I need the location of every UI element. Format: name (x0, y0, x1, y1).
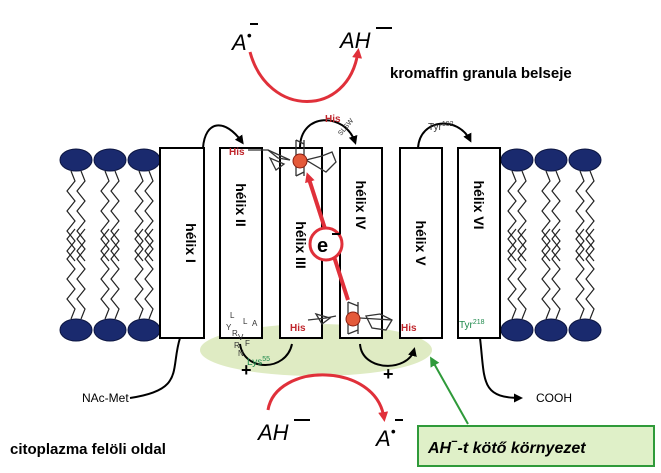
lipid-tail (541, 228, 551, 320)
helix-i-label: hélix I (183, 223, 199, 263)
bottom-substrate: AH (256, 420, 289, 445)
lipid-head (534, 148, 568, 172)
heme-iron-bottom (345, 311, 361, 327)
svg-text:L: L (230, 311, 235, 320)
motif-letters: L Y R V R N L A F (226, 311, 258, 358)
svg-text:R: R (232, 329, 238, 338)
tyr-218: Tyr218 (459, 319, 485, 331)
lipid-tail (507, 228, 517, 320)
helix-ii-label: hélix II (233, 183, 249, 227)
helix-iv: hélix IV (339, 147, 383, 339)
electron-label: e (317, 235, 328, 257)
lipid-tail (541, 170, 551, 262)
top-radical: A• (230, 27, 252, 55)
helix-vi: hélix VI (457, 147, 501, 339)
helix-v: hélix V (399, 147, 443, 339)
bottom-reaction-arrow (266, 373, 389, 422)
legend-pointer-arrow (430, 356, 469, 425)
top-product: AH (338, 28, 371, 53)
lipid-tail (575, 228, 585, 320)
charge-plus-left: + (241, 360, 252, 380)
lipid-tail (110, 170, 120, 262)
lipid-tail (144, 170, 154, 262)
lipid-tail (110, 228, 120, 320)
lipid-head (568, 148, 602, 172)
lipid-bilayer-left (59, 148, 161, 342)
his-bottom-left: His (290, 323, 306, 334)
lipid-head (59, 148, 93, 172)
lipid-tail (66, 170, 76, 262)
lipid-head (568, 318, 602, 342)
lipid-tail (551, 228, 561, 320)
top-reaction-arrow (248, 48, 363, 103)
legend-text: AH−-t kötő környezet (427, 436, 586, 457)
tyr-192: Tyr192 (428, 121, 454, 133)
helix-loops (129, 119, 523, 403)
helix-vi-label: hélix VI (471, 180, 487, 229)
lipid-tail (100, 170, 110, 262)
helix-iv-label: hélix IV (353, 180, 369, 230)
his-top-left: His (229, 147, 245, 158)
helix-v-label: hélix V (413, 220, 429, 266)
c-terminus: COOH (536, 391, 572, 405)
lipid-head (59, 318, 93, 342)
cytoplasm-title: citoplazma felöli oldal (10, 441, 166, 458)
lipid-head (127, 318, 161, 342)
lipid-head (500, 318, 534, 342)
svg-text:A: A (252, 319, 258, 328)
lipid-head (127, 148, 161, 172)
legend-box (417, 425, 655, 467)
lipid-tail (517, 228, 527, 320)
helix-ii: hélix II (219, 147, 263, 339)
lipid-tail (517, 170, 527, 262)
his-bottom-right: His (401, 323, 417, 334)
lipid-bilayer-right (500, 148, 602, 342)
lipid-head (93, 148, 127, 172)
lipid-head (500, 148, 534, 172)
lipid-tail (76, 228, 86, 320)
lipid-tail (585, 228, 595, 320)
lipid-head (93, 318, 127, 342)
lipid-tail (76, 170, 86, 262)
n-terminus: NAc-Met (82, 391, 129, 405)
lipid-head (534, 318, 568, 342)
lipid-tail (585, 170, 595, 262)
lipid-tail (100, 228, 110, 320)
lipid-tail (575, 170, 585, 262)
svg-text:V: V (238, 333, 244, 342)
svg-text:F: F (245, 339, 250, 348)
svg-text:Y: Y (226, 323, 232, 332)
lipid-tail (66, 228, 76, 320)
his-top-right: His (325, 114, 341, 125)
lipid-tail (134, 228, 144, 320)
heme-iron-top (292, 153, 308, 169)
svg-text:R: R (234, 341, 240, 350)
electron-badge (308, 226, 344, 262)
charge-plus-right: + (383, 364, 394, 384)
lipid-tail (507, 170, 517, 262)
svg-text:L: L (243, 317, 248, 326)
svg-text:N: N (238, 349, 244, 358)
lipid-tail (551, 170, 561, 262)
bottom-radical: A• (374, 423, 396, 451)
lys-55: Lys55 (247, 356, 270, 368)
inside-title: kromaffin granula belseje (390, 65, 572, 82)
lipid-tail (144, 228, 154, 320)
lipid-tail (134, 170, 144, 262)
helix-iii-label: hélix III (293, 221, 309, 268)
helix-i: hélix I (159, 147, 205, 339)
